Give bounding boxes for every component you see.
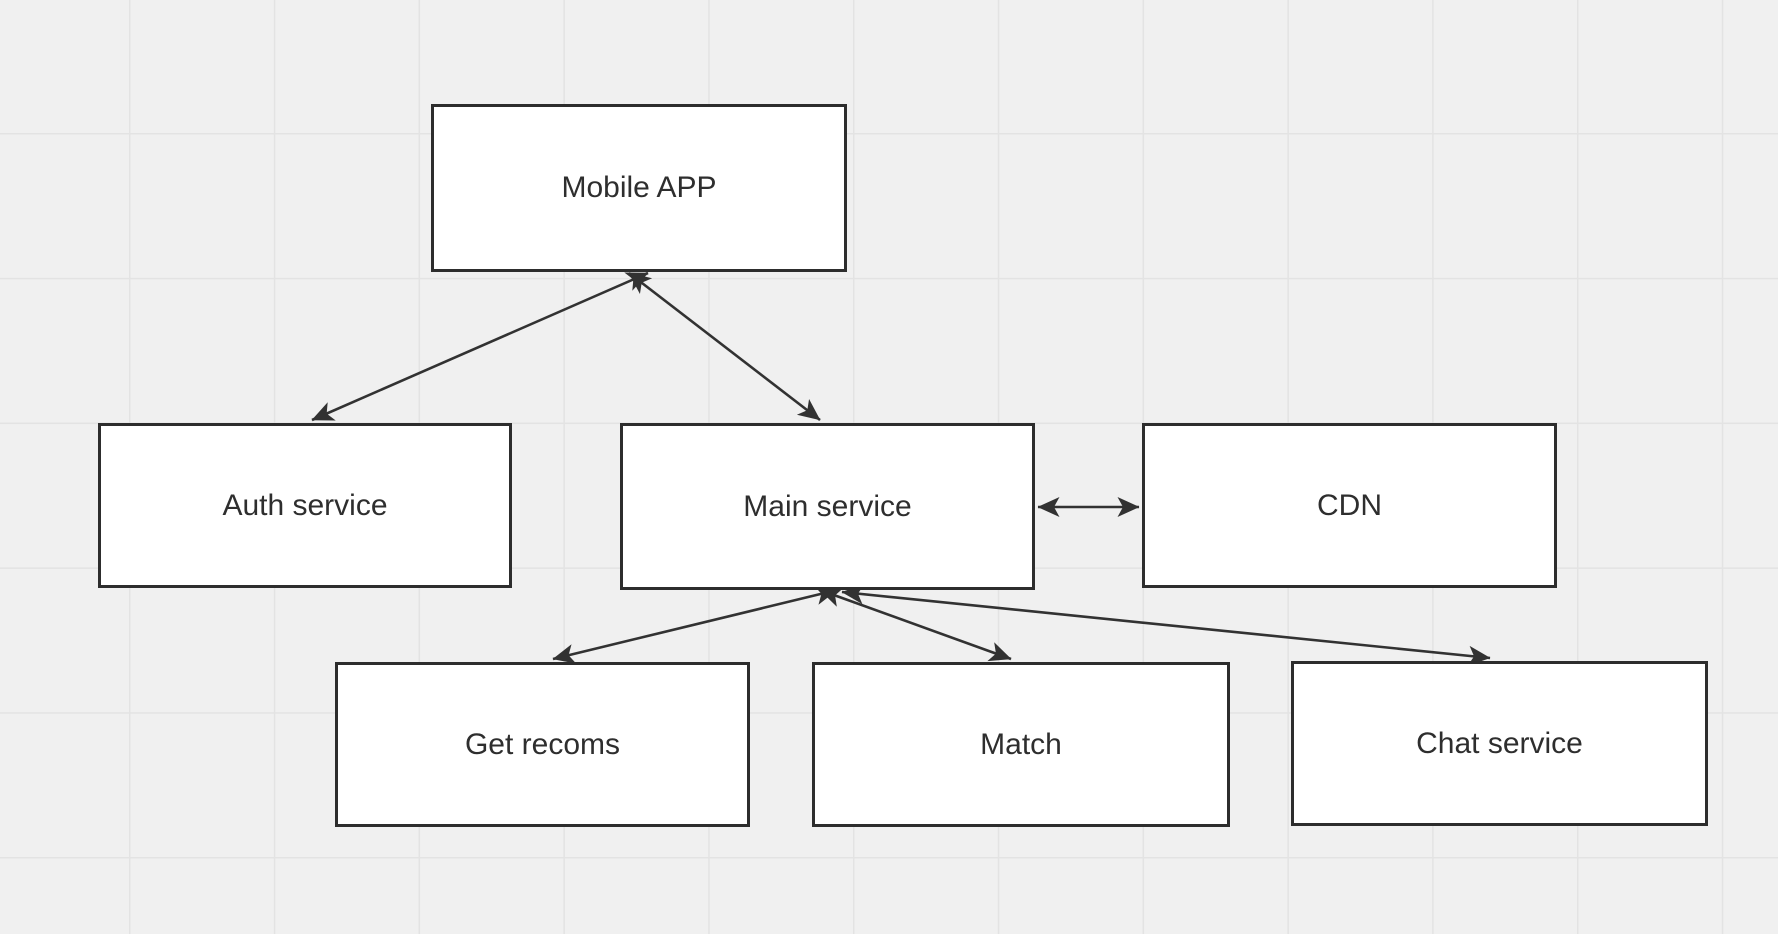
node-main-service[interactable]: Main service [620,423,1035,590]
node-mobile-app-label: Mobile APP [561,171,717,204]
node-chat-service-label: Chat service [1416,726,1583,760]
node-get-recoms-label: Get recoms [464,727,621,761]
node-match-label: Match [980,727,1062,761]
edge-main-service-chat-service[interactable] [841,584,1491,666]
node-chat-service[interactable]: Chat service [1291,661,1708,826]
node-cdn[interactable]: CDN [1142,423,1557,588]
edge-main-service-get-recoms[interactable] [552,585,838,664]
node-get-recoms[interactable]: Get recoms [335,662,750,827]
node-main-service-label: Main service [743,489,912,523]
node-mobile-app[interactable]: Mobile APP [431,104,847,272]
node-match[interactable]: Match [812,662,1230,827]
node-cdn-label: CDN [1317,488,1382,522]
edge-mobile-app-main-service[interactable] [628,271,821,422]
edge-mobile-app-auth-service[interactable] [311,271,649,422]
node-auth-service[interactable]: Auth service [98,423,512,588]
node-auth-service-label: Auth service [222,488,388,522]
